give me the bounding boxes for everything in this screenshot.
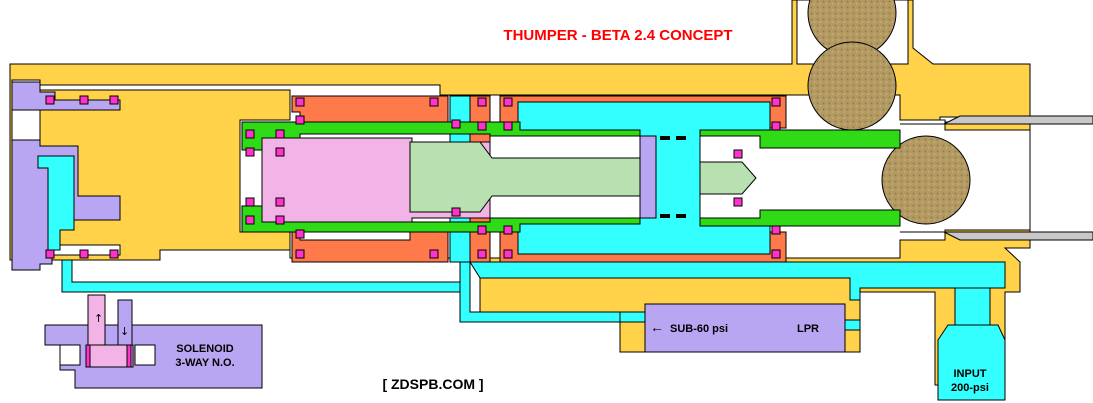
paintball-2 (807, 41, 897, 131)
input-label-line1: INPUT (954, 368, 987, 380)
ports (660, 136, 686, 218)
hammer-nose (699, 161, 757, 195)
diagram-title: THUMPER - BETA 2.4 CONCEPT (503, 27, 732, 44)
solenoid (44, 294, 263, 389)
solenoid-arrow-up: ↑ (94, 312, 103, 325)
solenoid-label-line1: SOLENOID (176, 343, 234, 355)
rear-valve-block (11, 81, 121, 271)
solenoid-label-line2: 3-WAY N.O. (175, 357, 234, 369)
credit-label: [ ZDSPB.COM ] (382, 376, 483, 392)
lpr-regulator (619, 303, 861, 353)
lpr-pressure-label: SUB-60 psi (670, 323, 728, 335)
input-label-line2: 200-psi (951, 382, 989, 394)
input-fitting (937, 324, 1006, 401)
barrel-rails (943, 115, 1093, 241)
solenoid-arrow-down: ↓ (120, 325, 129, 338)
lpr-pressure-arrow: ← (650, 319, 664, 335)
o-rings (45, 95, 781, 259)
paintball-chambered (881, 135, 971, 225)
lpr-label: LPR (797, 323, 819, 335)
valve-stem (639, 135, 657, 219)
